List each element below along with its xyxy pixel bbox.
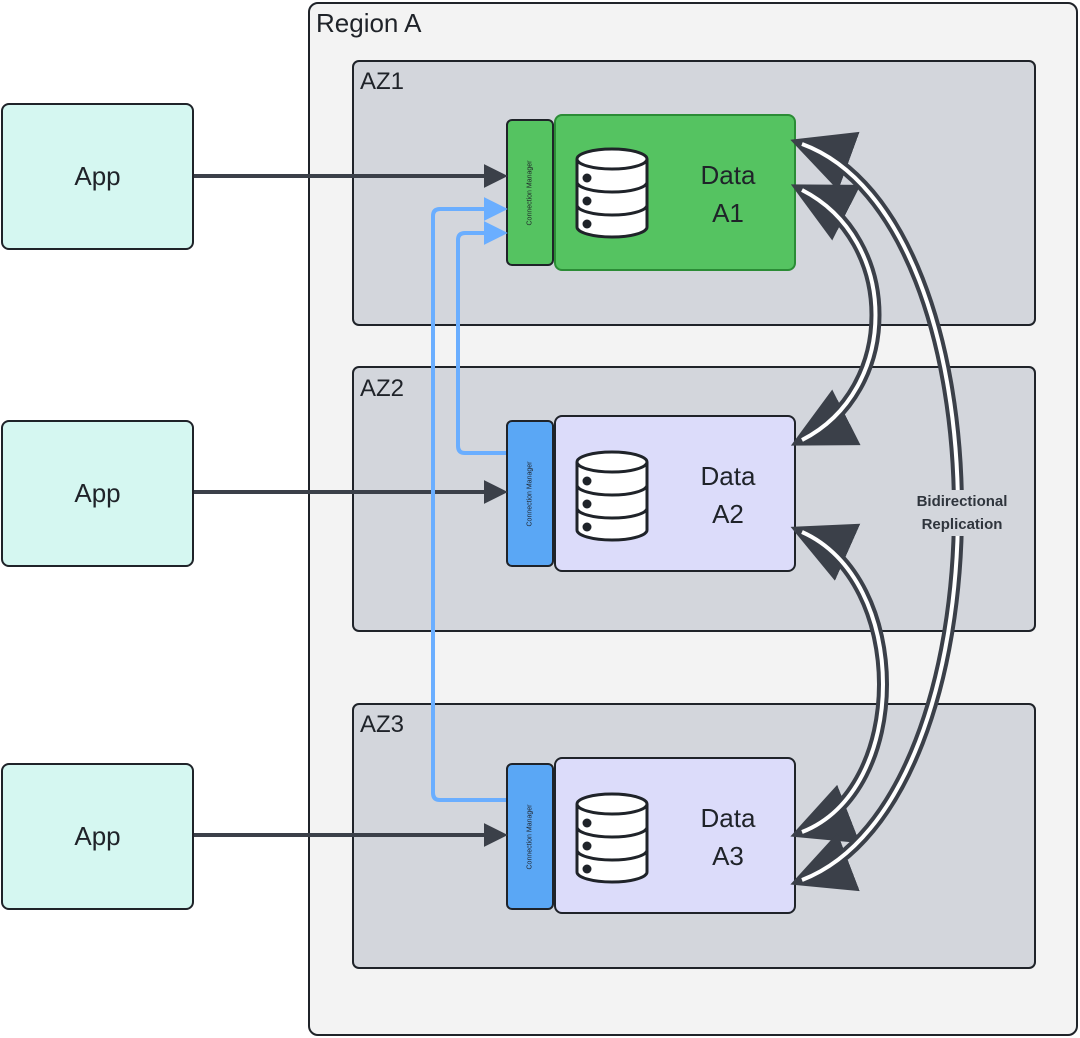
data-a2-title-line2: A2 bbox=[712, 499, 744, 529]
replication-label: Bidirectional Replication bbox=[895, 490, 1029, 536]
data-a1-box: Data A1 bbox=[554, 114, 796, 271]
data-a2-box: Data A2 bbox=[554, 415, 796, 572]
database-icon bbox=[575, 792, 649, 884]
data-a3-title: Data A3 bbox=[676, 799, 780, 875]
app-label: App bbox=[74, 821, 121, 851]
app-box-3: App bbox=[1, 763, 194, 910]
data-a2-title-line1: Data bbox=[700, 461, 756, 491]
data-a1-title-line2: A1 bbox=[712, 198, 744, 228]
connection-manager-label: Connection Manager bbox=[526, 461, 534, 526]
data-a2-title: Data A2 bbox=[676, 457, 780, 533]
az1-label: AZ1 bbox=[360, 68, 405, 95]
connection-manager-label: Connection Manager bbox=[526, 804, 534, 869]
data-a1-title-line1: Data bbox=[700, 160, 756, 190]
connection-manager-label: Connection Manager bbox=[526, 160, 534, 225]
app-label: App bbox=[74, 478, 121, 508]
database-icon bbox=[575, 147, 649, 239]
database-icon bbox=[575, 450, 649, 542]
app-label: App bbox=[74, 161, 121, 191]
az2-label: AZ2 bbox=[360, 375, 405, 402]
az3-label: AZ3 bbox=[360, 711, 405, 738]
connection-manager-az2: Connection Manager bbox=[506, 420, 554, 567]
region-label: Region A bbox=[316, 8, 422, 38]
connection-manager-az1: Connection Manager bbox=[506, 119, 554, 266]
data-a1-title: Data A1 bbox=[676, 156, 780, 232]
replication-label-line1: Bidirectional bbox=[916, 493, 1008, 510]
data-a3-title-line1: Data bbox=[700, 803, 756, 833]
app-box-2: App bbox=[1, 420, 194, 567]
data-a3-title-line2: A3 bbox=[712, 841, 744, 871]
app-box-1: App bbox=[1, 103, 194, 250]
replication-label-line2: Replication bbox=[921, 516, 1003, 533]
connection-manager-az3: Connection Manager bbox=[506, 763, 554, 910]
data-a3-box: Data A3 bbox=[554, 757, 796, 914]
